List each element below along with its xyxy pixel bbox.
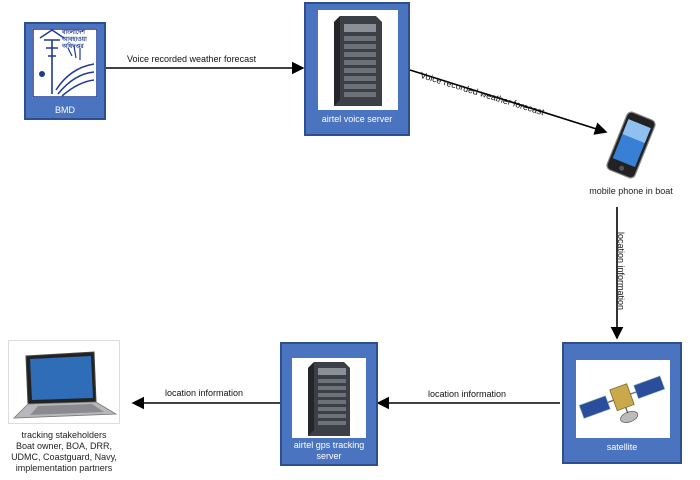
laptop-image: [8, 340, 120, 424]
arrow-voice-server-to-mobile: [409, 69, 608, 135]
gps-server-caption-line2: server: [316, 451, 342, 461]
bmd-logo: বাংলাদেশ আবহাওয়া অধিদপ্তর: [32, 28, 98, 98]
stakeholders-line2: Boat owner, BOA, DRR,: [15, 441, 113, 451]
satellite-image: [576, 360, 670, 438]
gps-server-caption-line1: airtel gps tracking: [293, 440, 365, 450]
bmd-logo-text: বাংলাদেশ আবহাওয়া অধিদপ্তর: [62, 30, 87, 50]
voice-server-node[interactable]: airtel voice server: [304, 2, 410, 136]
server-icon: [308, 362, 350, 436]
satellite-icon: [578, 375, 666, 423]
bmd-logo-icon: [32, 28, 98, 98]
bmd-node[interactable]: বাংলাদেশ আবহাওয়া অধিদপ্তর BMD: [24, 22, 106, 120]
voice-server-caption: airtel voice server: [321, 114, 393, 124]
stakeholders-line3: UDMC, Coastguard, Navy,: [11, 452, 117, 462]
satellite-caption: satellite: [606, 442, 638, 452]
stakeholders-caption: tracking stakeholders Boat owner, BOA, D…: [6, 430, 122, 474]
laptop-icon: [8, 340, 120, 424]
stakeholders-node[interactable]: tracking stakeholders Boat owner, BOA, D…: [6, 340, 122, 476]
gps-server-caption: airtel gps tracking server: [282, 440, 376, 462]
edge-label-gps-to-stakeholders: location information: [165, 388, 244, 398]
edge-label-mobile-to-satellite: location information: [616, 231, 627, 311]
mobile-phone-icon: [606, 111, 656, 179]
gps-server-node[interactable]: airtel gps tracking server: [280, 342, 378, 466]
stakeholders-line4: implementation partners: [15, 463, 113, 473]
mobile-phone-image: [596, 110, 666, 180]
server-icon: [334, 16, 382, 106]
mobile-phone-node[interactable]: mobile phone in boat: [576, 110, 686, 204]
edge-label-satellite-to-gps: location information: [428, 389, 507, 399]
gps-server-image: [292, 358, 366, 438]
edge-label-bmd-to-voice: Voice recorded weather forecast: [127, 54, 257, 64]
satellite-node[interactable]: satellite: [562, 342, 682, 464]
bmd-caption: BMD: [55, 105, 75, 115]
mobile-phone-caption: mobile phone in boat: [589, 186, 673, 196]
stakeholders-line1: tracking stakeholders: [21, 430, 107, 440]
voice-server-image: [318, 10, 398, 110]
